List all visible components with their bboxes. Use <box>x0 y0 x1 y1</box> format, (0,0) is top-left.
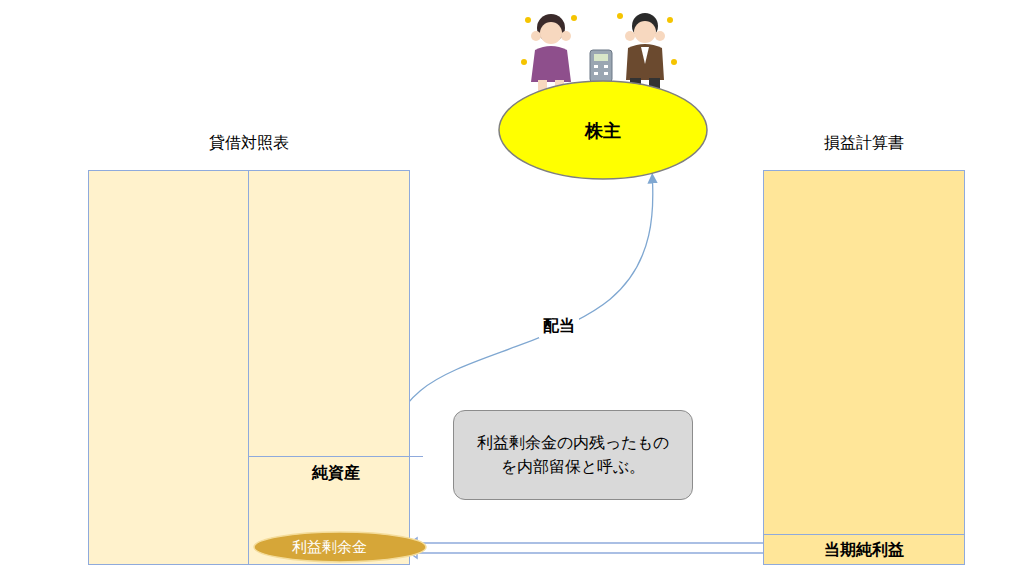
note-text: 利益剰余金の内残ったものを内部留保と呼ぶ。 <box>470 431 676 479</box>
edge-label: 配当 <box>539 315 579 338</box>
node-label: 純資産 <box>249 461 423 485</box>
sparkle-marks <box>521 13 677 65</box>
node-label: 利益剰余金 <box>292 536 367 559</box>
shareholder-ellipse: 株主 <box>498 80 708 180</box>
block-arrow <box>403 538 764 558</box>
retained-earnings-ellipse: 利益剰余金 <box>253 531 405 563</box>
net-income-band: 当期純利益 <box>764 534 964 564</box>
transfer-arrow <box>403 538 764 558</box>
income-statement-box: 損益計算書当期純利益 <box>763 170 965 565</box>
balance-sheet-box: 貸借対照表純資産利益剰余金 <box>88 170 410 565</box>
node-label: 当期純利益 <box>824 538 904 562</box>
statement-heading: 損益計算書 <box>764 131 964 155</box>
statement-heading: 貸借対照表 <box>89 131 409 155</box>
note-box: 利益剰余金の内残ったものを内部留保と呼ぶ。 <box>453 410 693 500</box>
node-label: 株主 <box>585 117 621 144</box>
net-assets-region: 純資産利益剰余金 <box>249 456 423 564</box>
calculator-icon <box>590 50 612 82</box>
